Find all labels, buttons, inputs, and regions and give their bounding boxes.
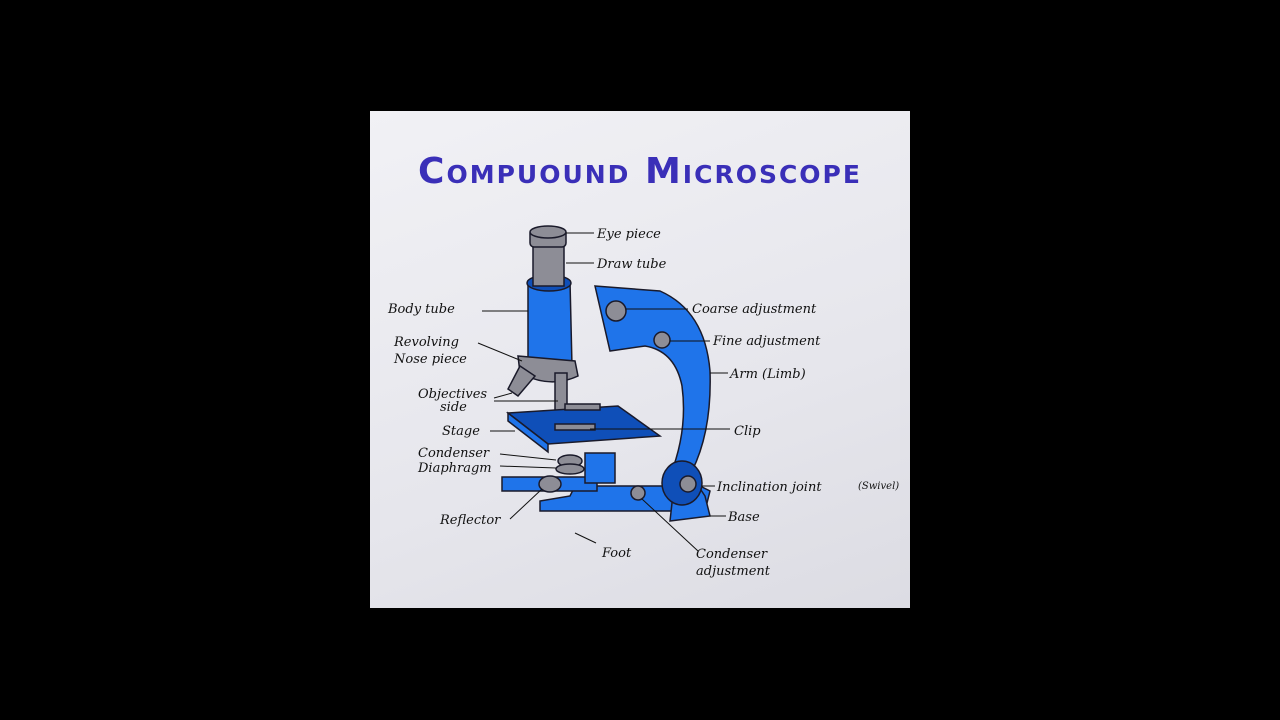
diagram-paper: Compuound Microscope xyxy=(370,111,910,608)
stage-front xyxy=(507,411,549,454)
label-base: Base xyxy=(727,510,760,525)
label-body-tube: Body tube xyxy=(387,302,455,317)
label-swivel: (Swivel) xyxy=(858,481,899,492)
label-condenser-adjustment-2: adjustment xyxy=(696,564,771,579)
leader-lines xyxy=(477,232,730,552)
label-coarse-adjustment: Coarse adjustment xyxy=(692,302,817,317)
diaphragm-shape xyxy=(555,463,585,475)
label-inclination-joint: Inclination joint xyxy=(716,480,822,495)
inclination-knob xyxy=(679,475,697,493)
page-title: Compuound Microscope xyxy=(418,151,862,192)
label-foot: Foot xyxy=(601,546,632,561)
clip-left xyxy=(554,423,596,431)
reflector-shape xyxy=(538,475,562,493)
label-condenser: Condenser xyxy=(418,446,490,461)
labels: Eye piece Draw tube Body tube Coarse adj… xyxy=(387,227,899,579)
label-eye-piece: Eye piece xyxy=(596,227,661,242)
label-fine-adjustment: Fine adjustment xyxy=(712,334,821,349)
label-arm: Arm (Limb) xyxy=(729,367,806,382)
coarse-knob xyxy=(605,300,627,322)
condenser-adjustment-knob xyxy=(630,485,646,501)
microscope-drawing xyxy=(501,225,711,522)
body-tube-shape xyxy=(527,280,573,371)
label-revolving: Revolving xyxy=(393,335,459,350)
label-nose-piece: Nose piece xyxy=(393,352,467,367)
eye-piece-top xyxy=(529,225,567,239)
objective-left xyxy=(507,364,537,398)
label-diaphragm: Diaphragm xyxy=(417,461,492,476)
draw-tube-shape xyxy=(532,240,565,287)
label-reflector: Reflector xyxy=(439,513,501,528)
microscope-diagram: Eye piece Draw tube Body tube Coarse adj… xyxy=(387,225,899,579)
label-objectives-side: side xyxy=(440,400,467,415)
label-clip: Clip xyxy=(734,424,761,439)
label-objectives: Objectives xyxy=(418,387,487,402)
label-draw-tube: Draw tube xyxy=(596,257,667,272)
substage-block xyxy=(584,452,616,484)
label-stage: Stage xyxy=(442,424,480,439)
clip-right xyxy=(564,403,601,411)
label-condenser-adjustment: Condenser xyxy=(696,547,768,562)
fine-knob xyxy=(653,331,671,349)
